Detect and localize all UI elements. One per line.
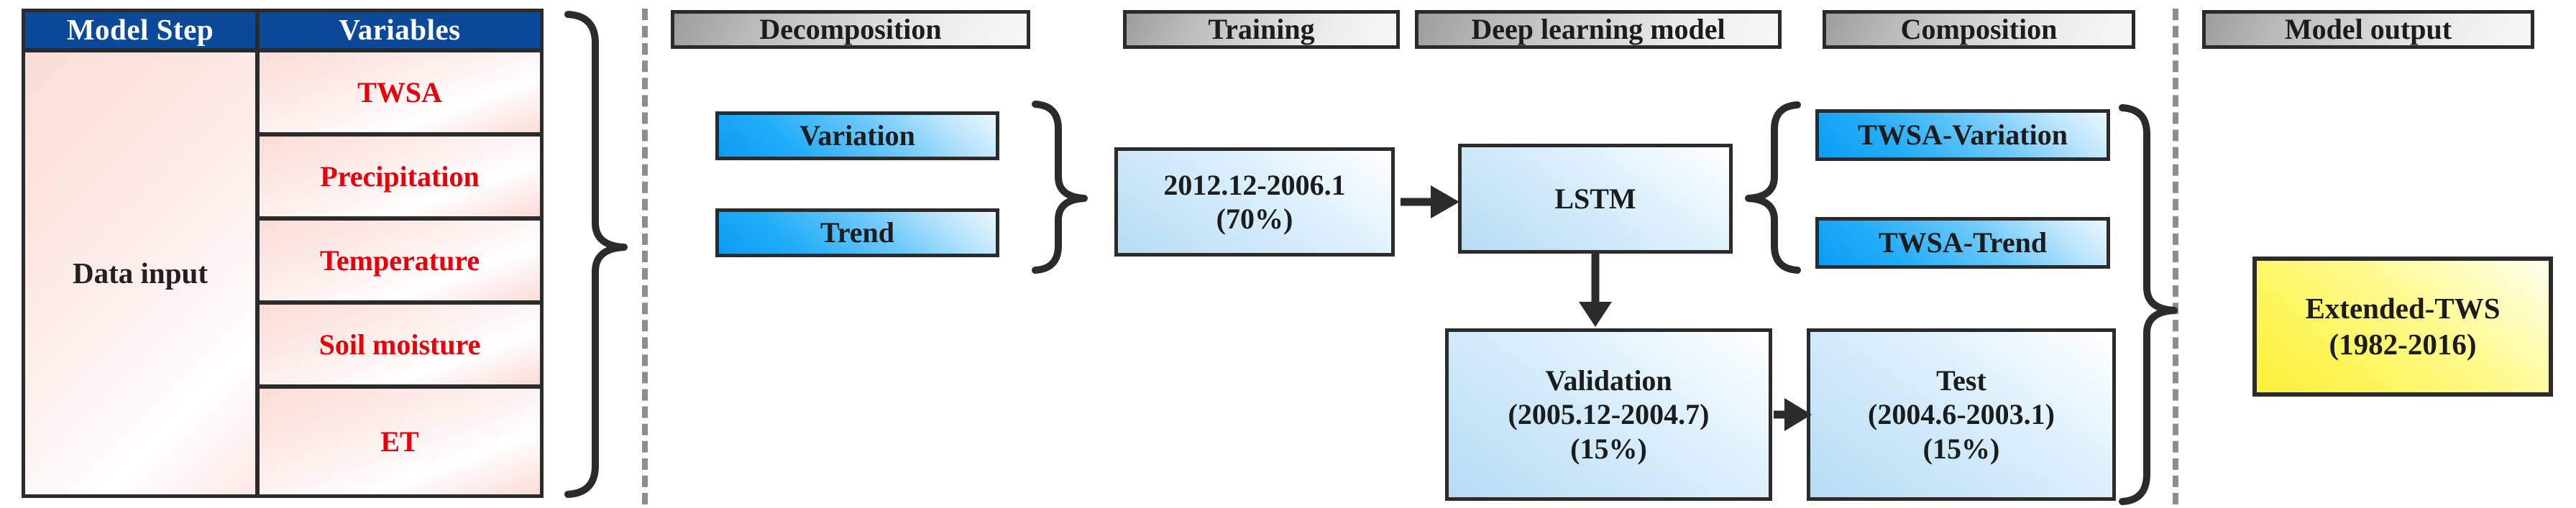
variable-label-twsa: TWSA [357, 75, 442, 108]
training-share-label: (70%) [1216, 203, 1293, 235]
section-header-decomposition: Decomposition [671, 10, 1030, 49]
model-output-period-label: (1982-2016) [2329, 327, 2477, 361]
training-box: 2012.12-2006.1 (70%) [1114, 147, 1395, 257]
brace-composition-to-output [2119, 104, 2178, 505]
variable-label-precipitation: Precipitation [320, 160, 480, 193]
variable-label-soil-moisture: Soil moisture [318, 328, 481, 361]
section-divider-right [2173, 9, 2178, 504]
model-output-box: Extended-TWS (1982-2016) [2252, 257, 2553, 397]
section-header-deep-learning-model: Deep learning model [1415, 10, 1782, 49]
section-divider-left [642, 9, 648, 504]
lstm-box: LSTM [1458, 144, 1733, 254]
section-header-training: Training [1123, 10, 1400, 49]
composition-box-twsa-trend-label: TWSA-Trend [1878, 226, 2048, 259]
table-cell-variable-soil-moisture: Soil moisture [256, 301, 544, 388]
composition-box-twsa-variation: TWSA-Variation [1815, 109, 2110, 161]
table-cell-variable-precipitation: Precipitation [256, 133, 544, 220]
section-header-model-output: Model output [2202, 10, 2534, 49]
training-period-label: 2012.12-2006.1 [1163, 168, 1346, 201]
validation-title-label: Validation [1545, 364, 1672, 397]
section-header-model-output-label: Model output [2284, 13, 2452, 45]
brace-variables-to-decomposition [564, 11, 628, 498]
table-cell-data-input-label: Data input [73, 256, 208, 290]
table-header-variables-label: Variables [339, 13, 461, 47]
brace-decomposition-to-training [1032, 101, 1088, 274]
variable-label-et: ET [380, 425, 419, 458]
variable-label-temperature: Temperature [319, 244, 480, 277]
test-title-label: Test [1936, 364, 1986, 397]
table-cell-variable-et: ET [256, 385, 544, 498]
validation-box: Validation (2005.12-2004.7) (15%) [1445, 328, 1772, 501]
table-header-model-step: Model Step [22, 9, 259, 52]
section-header-decomposition-label: Decomposition [759, 13, 942, 45]
composition-box-twsa-trend: TWSA-Trend [1815, 217, 2110, 269]
composition-box-twsa-variation-label: TWSA-Variation [1858, 119, 2068, 151]
decomposition-box-trend: Trend [715, 208, 999, 257]
table-cell-data-input: Data input [22, 49, 259, 498]
brace-lstm-to-composition [1745, 101, 1801, 274]
table-header-variables: Variables [256, 9, 544, 52]
test-period-label: (2004.6-2003.1) [1868, 398, 2055, 431]
decomposition-box-variation: Variation [715, 111, 999, 160]
validation-share-label: (15%) [1570, 432, 1647, 465]
arrow-training-to-lstm [1401, 185, 1459, 218]
test-box: Test (2004.6-2003.1) (15%) [1807, 328, 2116, 501]
lstm-label: LSTM [1554, 182, 1636, 215]
decomposition-box-variation-label: Variation [799, 119, 915, 152]
decomposition-box-trend-label: Trend [820, 216, 894, 249]
model-output-title-label: Extended-TWS [2305, 292, 2501, 325]
arrow-lstm-to-validation [1579, 254, 1612, 327]
table-header-model-step-label: Model Step [66, 13, 214, 47]
test-share-label: (15%) [1922, 432, 2000, 465]
section-header-composition: Composition [1823, 10, 2135, 49]
section-header-training-label: Training [1208, 13, 1315, 45]
section-header-composition-label: Composition [1900, 13, 2058, 45]
section-header-deep-learning-model-label: Deep learning model [1471, 13, 1725, 45]
table-cell-variable-temperature: Temperature [256, 217, 544, 304]
validation-period-label: (2005.12-2004.7) [1508, 398, 1710, 431]
table-cell-variable-twsa: TWSA [256, 49, 544, 136]
